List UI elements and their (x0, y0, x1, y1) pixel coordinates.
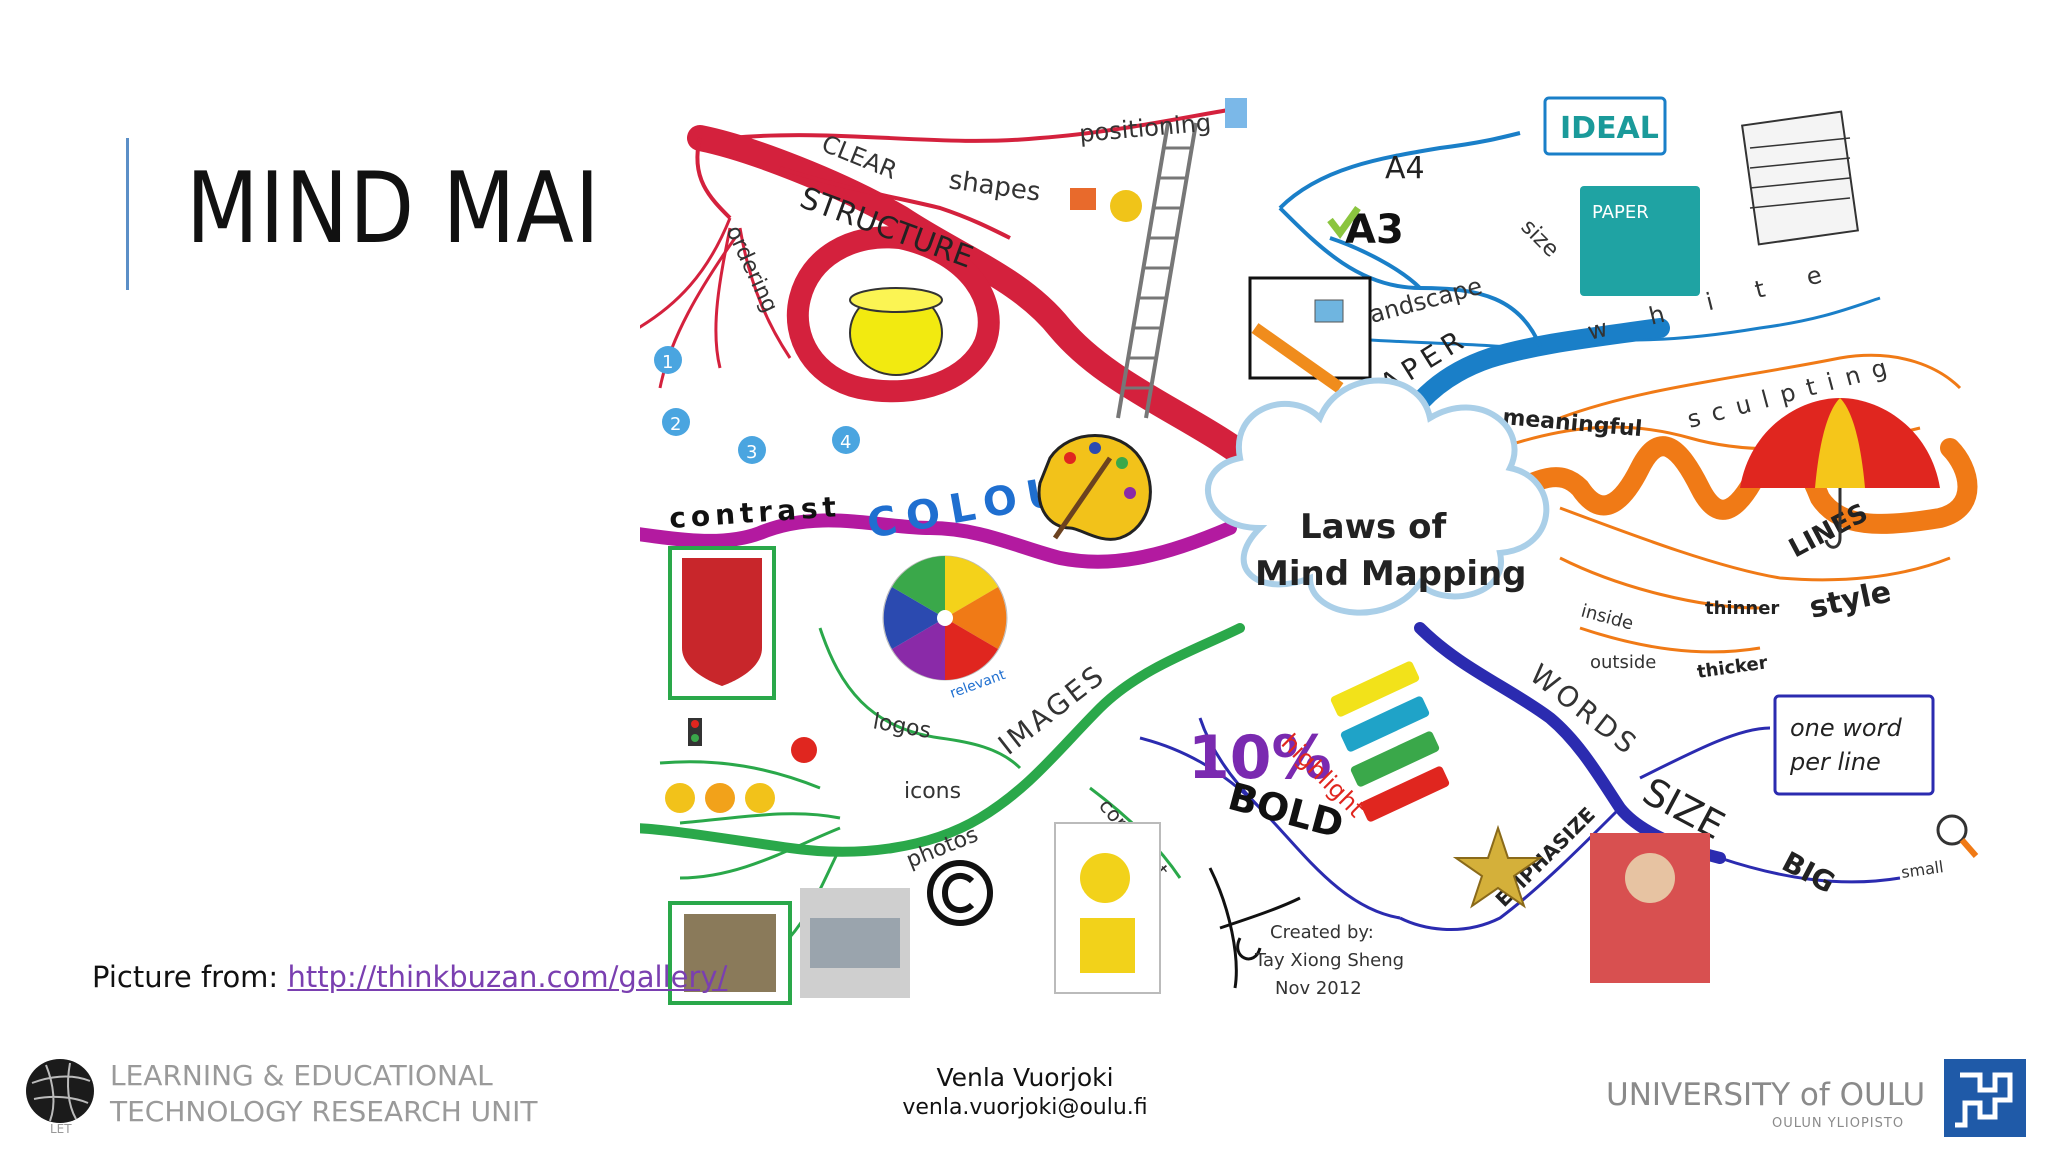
label-a4: A4 (1385, 151, 1425, 186)
svg-text:2: 2 (670, 414, 681, 435)
slide-title: MIND MAI (186, 152, 601, 266)
label-ten-percent: 10% (1188, 723, 1332, 793)
central-topic: Laws of Mind Mapping (1205, 377, 1550, 616)
label-created-by: Created by: (1270, 922, 1374, 943)
star-medal-icon (1452, 824, 1544, 909)
magnifier-icon (1936, 814, 1979, 858)
credit-prefix: Picture from: (92, 960, 288, 994)
umbrella-icon (1740, 398, 1940, 549)
highlighter-markers-icon (1330, 661, 1450, 822)
mind-map-illustration: positioning CLEAR shapes STRUCTURE order… (640, 96, 1979, 1005)
branch-words: WORDS SIZE BIG small one word per line 1… (1139, 622, 1979, 983)
label-thicker: thicker (1696, 652, 1769, 683)
label-style: style (1806, 574, 1894, 625)
palette-icon (1037, 434, 1152, 541)
label-ideal: IDEAL (1560, 111, 1659, 146)
let-abbr: LET (50, 1122, 72, 1135)
svg-text:PAPER: PAPER (1592, 202, 1649, 223)
label-ordering: ordering (721, 222, 783, 317)
svg-text:4: 4 (840, 432, 851, 453)
label-contrast: contrast (668, 490, 842, 535)
presenter-email: venla.vuorjoki@oulu.fi (902, 1095, 1148, 1120)
unit-line-2: TECHNOLOGY RESEARCH UNIT (109, 1095, 538, 1128)
credit-link[interactable]: http://thinkbuzan.com/gallery/ (287, 960, 728, 994)
title-accent-bar (126, 138, 129, 290)
sketch-pad-icon (1248, 276, 1372, 393)
label-outside: outside (1590, 652, 1656, 673)
label-size: size (1516, 215, 1564, 263)
author-signature: Created by: Tay Xiong Sheng Nov 2012 (1208, 867, 1404, 999)
label-meaningful: meaningful (1501, 405, 1643, 442)
label-date: Nov 2012 (1275, 978, 1362, 999)
center-line-2: Mind Mapping (1255, 554, 1527, 594)
svg-text:1: 1 (662, 352, 673, 373)
label-big: BIG (1777, 845, 1841, 900)
label-landscape: andscape (1366, 272, 1485, 329)
let-unit-logo: LET LEARNING & EDUCATIONAL TECHNOLOGY RE… (26, 1059, 538, 1135)
let-globe-icon (26, 1059, 94, 1123)
picture-credit: Picture from: http://thinkbuzan.com/gall… (92, 960, 727, 994)
presenter-name: Venla Vuorjoki (936, 1063, 1114, 1092)
copyright-icon (927, 860, 993, 926)
label-author: Tay Xiong Sheng (1254, 950, 1404, 971)
branch-structure: positioning CLEAR shapes STRUCTURE order… (640, 98, 1273, 481)
university-logo: UNIVERSITY of OULU OULUN YLIOPISTO (1606, 1059, 2026, 1137)
paper-stack-icon (1741, 110, 1859, 246)
presenter-info: Venla Vuorjoki venla.vuorjoki@oulu.fi (820, 1062, 1230, 1122)
label-thinner: thinner (1705, 598, 1779, 619)
university-emblem-icon (1944, 1059, 2026, 1137)
university-sub: OULUN YLIOPISTO (1772, 1116, 1904, 1131)
unit-line-1: LEARNING & EDUCATIONAL (110, 1059, 493, 1092)
label-icons: icons (904, 779, 961, 804)
center-line-1: Laws of (1300, 507, 1447, 547)
university-name: UNIVERSITY of OULU (1606, 1077, 1925, 1113)
branch-lines: meaningful sculpting LINES inside thinne… (1490, 350, 1978, 683)
label-one-word-2: per line (1789, 748, 1881, 776)
numbered-bullets: 1 2 3 4 (654, 346, 860, 464)
ladder-icon (1116, 122, 1198, 419)
label-logos: logos (871, 709, 933, 744)
label-small: small (1900, 857, 1945, 882)
label-one-word-1: one word (1790, 714, 1902, 742)
colour-wheel-icon (882, 555, 1008, 681)
label-shapes: shapes (947, 165, 1042, 208)
svg-text:3: 3 (746, 442, 757, 463)
